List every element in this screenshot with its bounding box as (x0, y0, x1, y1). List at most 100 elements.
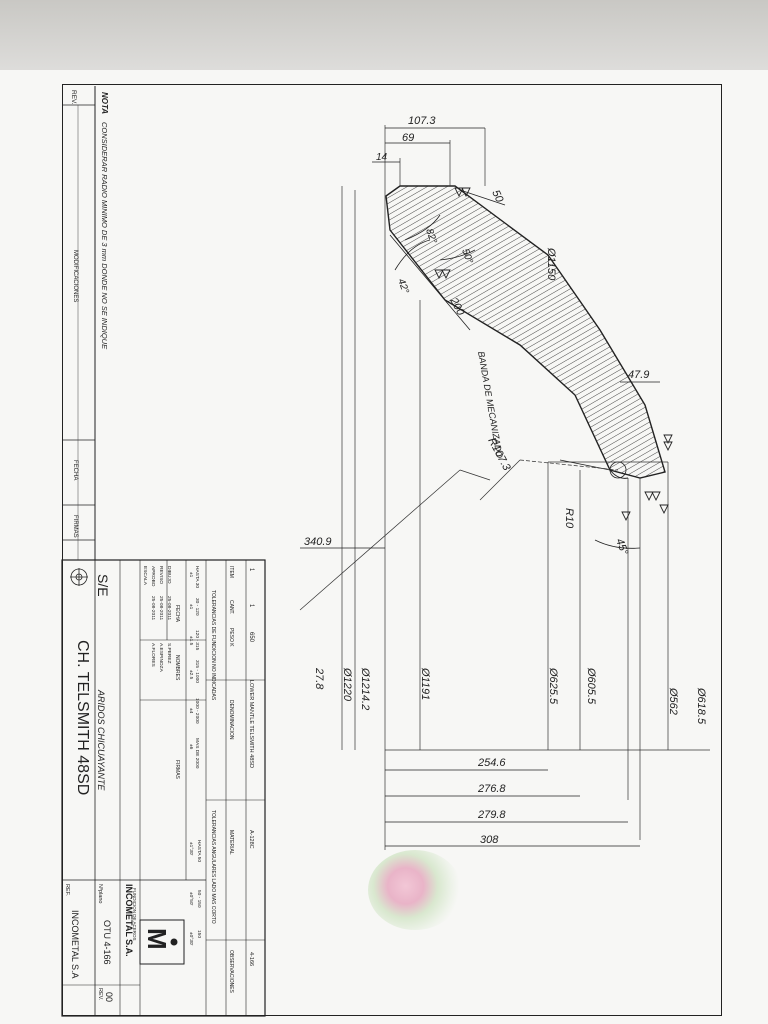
tol-range-3: 120 - 315 (194, 630, 200, 651)
rev-number: 00 (104, 992, 114, 1002)
tol-angular-value-2: ±0°50' (188, 892, 194, 906)
dibujo-date: 25-08-2011 (166, 596, 172, 621)
company-logo-mark: M (142, 928, 172, 950)
parts-header-item: ITEM (228, 566, 234, 578)
angle-50: 50° (459, 247, 475, 265)
dia-1220: Ø1220 (341, 667, 353, 702)
parts-observaciones: 4-166 (248, 952, 254, 966)
parts-peso: 650 (248, 632, 254, 643)
dia-1191: Ø1191 (419, 667, 431, 700)
scale-value: S/E (95, 574, 111, 597)
angle-45: 45° (613, 537, 630, 557)
parts-cant: 1 (248, 604, 254, 608)
parts-item: 1 (248, 568, 254, 572)
dim-69: 69 (402, 132, 414, 144)
dia-562: Ø562 (667, 687, 679, 715)
general-note: NOTA CONSIDERAR RADIO MINIMO DE 3 mm DON… (100, 92, 109, 350)
tol-angular-2: 50 - 150 (196, 890, 202, 908)
tol-value-3: ±1.5 (188, 636, 194, 646)
note-label: NOTA (100, 92, 109, 114)
dia-618-5: Ø618.5 (695, 687, 707, 725)
drawing-frame (62, 84, 722, 1016)
aprobo-name: A.FLORES (150, 643, 156, 667)
title-block: M (61, 559, 266, 1017)
machining-symbols (434, 187, 673, 522)
tol-angular-value-3: ±0°30' (188, 932, 194, 946)
title-block-text: S/E CH. TELSMITH 48SD ARIDOS CHICUAYANTE… (64, 566, 254, 1002)
reviso-name: A.ESPINOZA (158, 643, 164, 673)
parts-header-observaciones: OBSERVACIONES (228, 950, 234, 994)
tol-value-4: ±2.5 (188, 670, 194, 680)
tol-angular-value-1: ±1°30' (188, 842, 194, 856)
people-header-fecha: FECHA (174, 605, 180, 623)
height-279-8: 279.8 (477, 809, 506, 821)
tol-value-5: ±4 (188, 708, 194, 714)
dim-14: 14 (376, 152, 388, 163)
angle-82: 82° (423, 227, 439, 245)
plano-label: Nºplano (97, 884, 104, 903)
tol-range-2: 30 - 120 (194, 598, 200, 616)
people-header-firmas: FIRMAS (174, 760, 180, 780)
firmas-header: FIRMAS (72, 515, 78, 538)
ref-value: INCOMETAL S.A (70, 910, 80, 979)
dimension-labels: 107.3 69 14 50 200 82° 50° 42° BANDA DE … (304, 115, 707, 846)
scan-top-margin (0, 0, 768, 72)
aprobo-role: APROBO (150, 566, 156, 587)
modificaciones-header: MODIFICACIONES (72, 250, 78, 302)
note-text: CONSIDERAR RADIO MINIMO DE 3 mm DONDE NO… (100, 122, 109, 350)
tol-range-4: 315 - 1000 (194, 660, 200, 683)
tol-foundry-title: TOLERANCIAS DE FUNDICION NO INDICADAS (210, 590, 216, 701)
reviso-role: REVISO (158, 566, 164, 584)
height-254-6: 254.6 (477, 757, 506, 769)
revision-strip: REV. MODIFICACIONES FECHA FIRMAS (62, 86, 265, 561)
dim-47-9: 47.9 (628, 369, 649, 381)
fecha-header: FECHA (72, 460, 78, 480)
parts-header-denominacion: DENOMINACION (228, 700, 234, 740)
radius-10: R10 (563, 508, 575, 529)
company-subtitle: FUNDICION DE ACEROS (132, 888, 137, 941)
parts-header-material: MATERIAL (228, 830, 234, 855)
tol-value-2: ±1 (188, 604, 194, 610)
tol-value-6: ±6 (188, 744, 194, 750)
parts-material: A-128C (248, 830, 254, 849)
plano-number: OTU 4-166 (102, 920, 112, 965)
dim-27-8: 27.8 (313, 667, 325, 690)
dim-50: 50 (489, 188, 505, 205)
dim-107-3: 107.3 (408, 115, 436, 127)
angle-42: 42° (395, 277, 411, 295)
parts-header-peso: PESO K (228, 628, 234, 647)
escala-role: ESCALA (142, 566, 148, 586)
tol-angular-3: 150 (196, 930, 202, 938)
radius-107-3: R107.3 (485, 436, 513, 474)
dia-605-5: Ø605.5 (585, 667, 597, 705)
height-308: 308 (480, 834, 499, 846)
dim-340-9: 340.9 (304, 536, 332, 548)
company-name: INCOMETAL S.A. (124, 884, 134, 957)
tol-range-6: MAS DE 2000 (194, 738, 200, 769)
dibujo-role: DIBUJO (166, 566, 172, 584)
dia-1214-2: Ø1214.2 (359, 667, 371, 710)
aprobo-date: 25-08-2011 (150, 596, 156, 621)
extension-lines (299, 125, 710, 850)
people-header-nombres: NOMBRES (174, 655, 180, 681)
drawing-title: CH. TELSMITH 48SD (74, 640, 91, 795)
client-name: ARIDOS CHICUAYANTE (96, 689, 106, 791)
tol-range-1: HASTA 30 (194, 566, 200, 588)
rev-label: REV. (97, 988, 103, 1001)
tol-angular-title: TOLERANCIAS ANGULARES LADO MAS CORTO (210, 810, 216, 924)
projection-symbol (70, 568, 88, 586)
reviso-date: 25-08-2011 (158, 596, 164, 621)
dibujo-name: S.PEREZ (166, 643, 172, 664)
ink-stain (368, 850, 462, 930)
rev-header: REV. (70, 90, 77, 105)
ref-label: REF. (64, 884, 70, 896)
tol-value-1: ±1 (188, 572, 194, 578)
dia-1150: Ø1150 (545, 247, 557, 281)
tol-range-5: 1000 - 2000 (194, 698, 200, 724)
height-276-8: 276.8 (477, 783, 506, 795)
dimension-lines (300, 127, 660, 847)
dia-625-5: Ø625.5 (547, 667, 559, 705)
part-section (385, 185, 666, 479)
tol-angular-1: HASTA 50 (196, 840, 202, 862)
